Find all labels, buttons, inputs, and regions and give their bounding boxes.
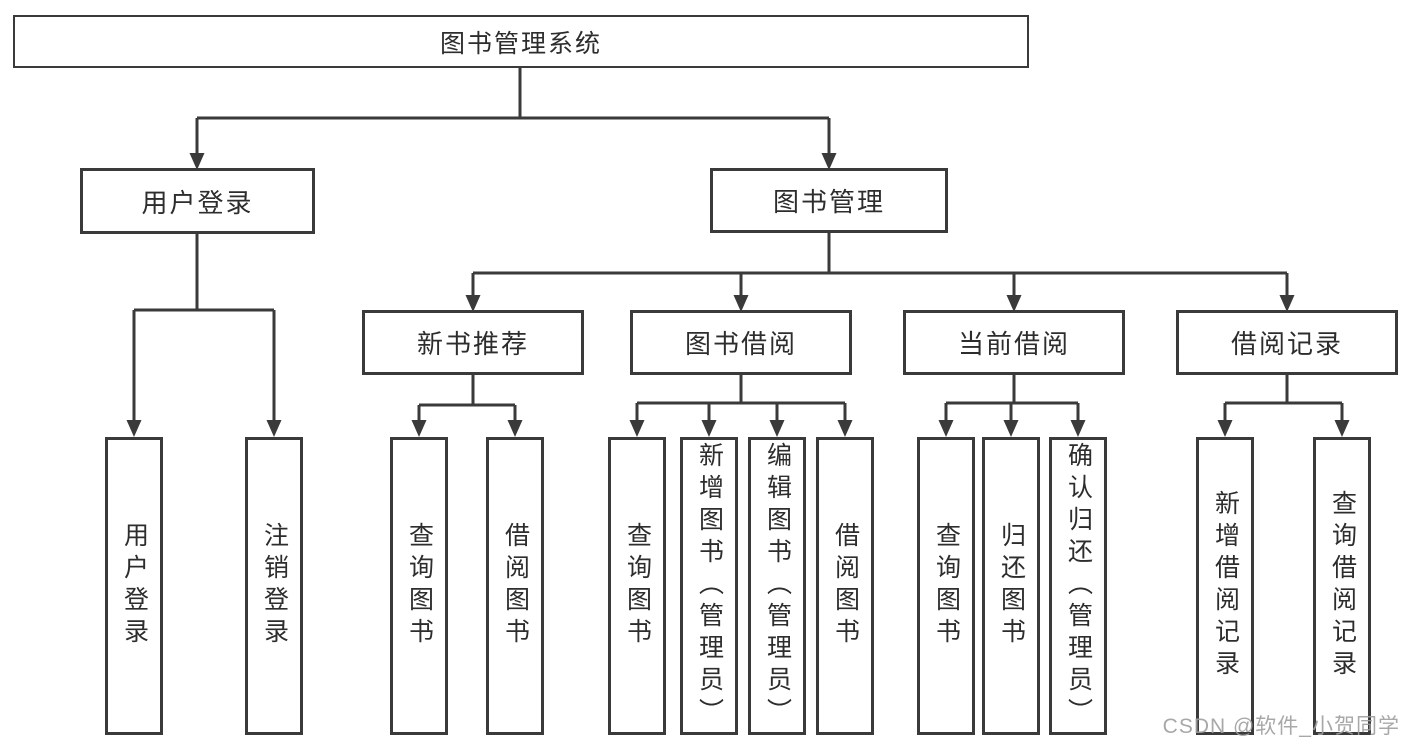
connector-bookborrow-to-leaves (635, 373, 847, 423)
arrowhead (411, 420, 427, 437)
arrowhead (1003, 420, 1019, 437)
node-label: 查询图书 (623, 522, 652, 650)
node-new-book-recommend: 新书推荐 (362, 310, 584, 375)
node-label: 新增图书（管理员） (695, 442, 724, 730)
leaf-query-books-1: 查询图书 (390, 437, 448, 735)
node-label: 借阅图书 (831, 522, 860, 650)
leaf-user-login: 用户登录 (105, 437, 163, 735)
node-borrow-records: 借阅记录 (1176, 310, 1398, 375)
leaf-confirm-return-admin: 确认归还（管理员） (1049, 437, 1107, 735)
arrowhead (1006, 295, 1022, 312)
arrowhead (126, 420, 142, 437)
node-label: 新书推荐 (416, 329, 529, 359)
node-label: 图书管理系统 (439, 29, 602, 58)
arrowhead (837, 420, 853, 437)
arrowhead (1070, 420, 1086, 437)
node-current-borrow: 当前借阅 (903, 310, 1125, 375)
leaf-add-borrow-record: 新增借阅记录 (1196, 437, 1254, 735)
connector-newbooks-to-leaves (417, 373, 517, 423)
connector-bookmgmt-to-level3 (471, 232, 1289, 298)
connector-root-to-level2 (195, 66, 831, 156)
csdn-watermark: CSDN @软件_小贺同学 (1162, 715, 1400, 738)
node-label: 当前借阅 (957, 329, 1070, 359)
leaf-query-borrow-record: 查询借阅记录 (1313, 437, 1371, 735)
leaf-return-books: 归还图书 (982, 437, 1040, 735)
node-label: 编辑图书（管理员） (763, 442, 792, 730)
leaf-query-books-3: 查询图书 (917, 437, 975, 735)
arrowhead (465, 295, 481, 312)
node-label: 借阅图书 (501, 522, 530, 650)
arrowhead (821, 153, 837, 170)
arrowhead (769, 420, 785, 437)
node-label: 图书管理 (772, 187, 885, 217)
connector-records-to-leaves (1223, 373, 1344, 423)
arrowhead (1217, 420, 1233, 437)
node-label: 注销登录 (260, 522, 289, 650)
leaf-borrow-books-1: 借阅图书 (486, 437, 544, 735)
arrowhead (507, 420, 523, 437)
connector-userlogin-to-leaves (132, 232, 276, 423)
arrowheads (126, 153, 1350, 437)
leaf-edit-books-admin: 编辑图书（管理员） (748, 437, 806, 735)
node-label: 借阅记录 (1230, 329, 1343, 359)
leaf-add-books-admin: 新增图书（管理员） (680, 437, 738, 735)
node-book-borrow: 图书借阅 (630, 310, 852, 375)
arrowhead (629, 420, 645, 437)
node-library-management-system: 图书管理系统 (13, 15, 1029, 68)
node-label: 新增借阅记录 (1211, 490, 1240, 682)
arrowhead (189, 153, 205, 170)
node-label: 用户登录 (141, 187, 254, 218)
arrowhead (266, 420, 282, 437)
node-label: 查询借阅记录 (1328, 490, 1357, 682)
arrowhead (733, 295, 749, 312)
leaf-query-books-2: 查询图书 (608, 437, 666, 735)
node-label: 查询图书 (932, 522, 961, 650)
arrowhead (1279, 295, 1295, 312)
node-label: 确认归还（管理员） (1064, 442, 1093, 730)
node-label: 归还图书 (997, 522, 1026, 650)
arrowhead (1334, 420, 1350, 437)
node-label: 查询图书 (405, 522, 434, 650)
leaf-logout: 注销登录 (245, 437, 303, 735)
node-label: 图书借阅 (684, 329, 797, 359)
connector-currentborrow-to-leaves (944, 373, 1080, 423)
node-label: 用户登录 (120, 522, 149, 650)
arrowhead (938, 420, 954, 437)
node-user-login: 用户登录 (80, 168, 315, 234)
leaf-borrow-books-2: 借阅图书 (816, 437, 874, 735)
arrowhead (701, 420, 717, 437)
node-book-management: 图书管理 (710, 168, 948, 233)
